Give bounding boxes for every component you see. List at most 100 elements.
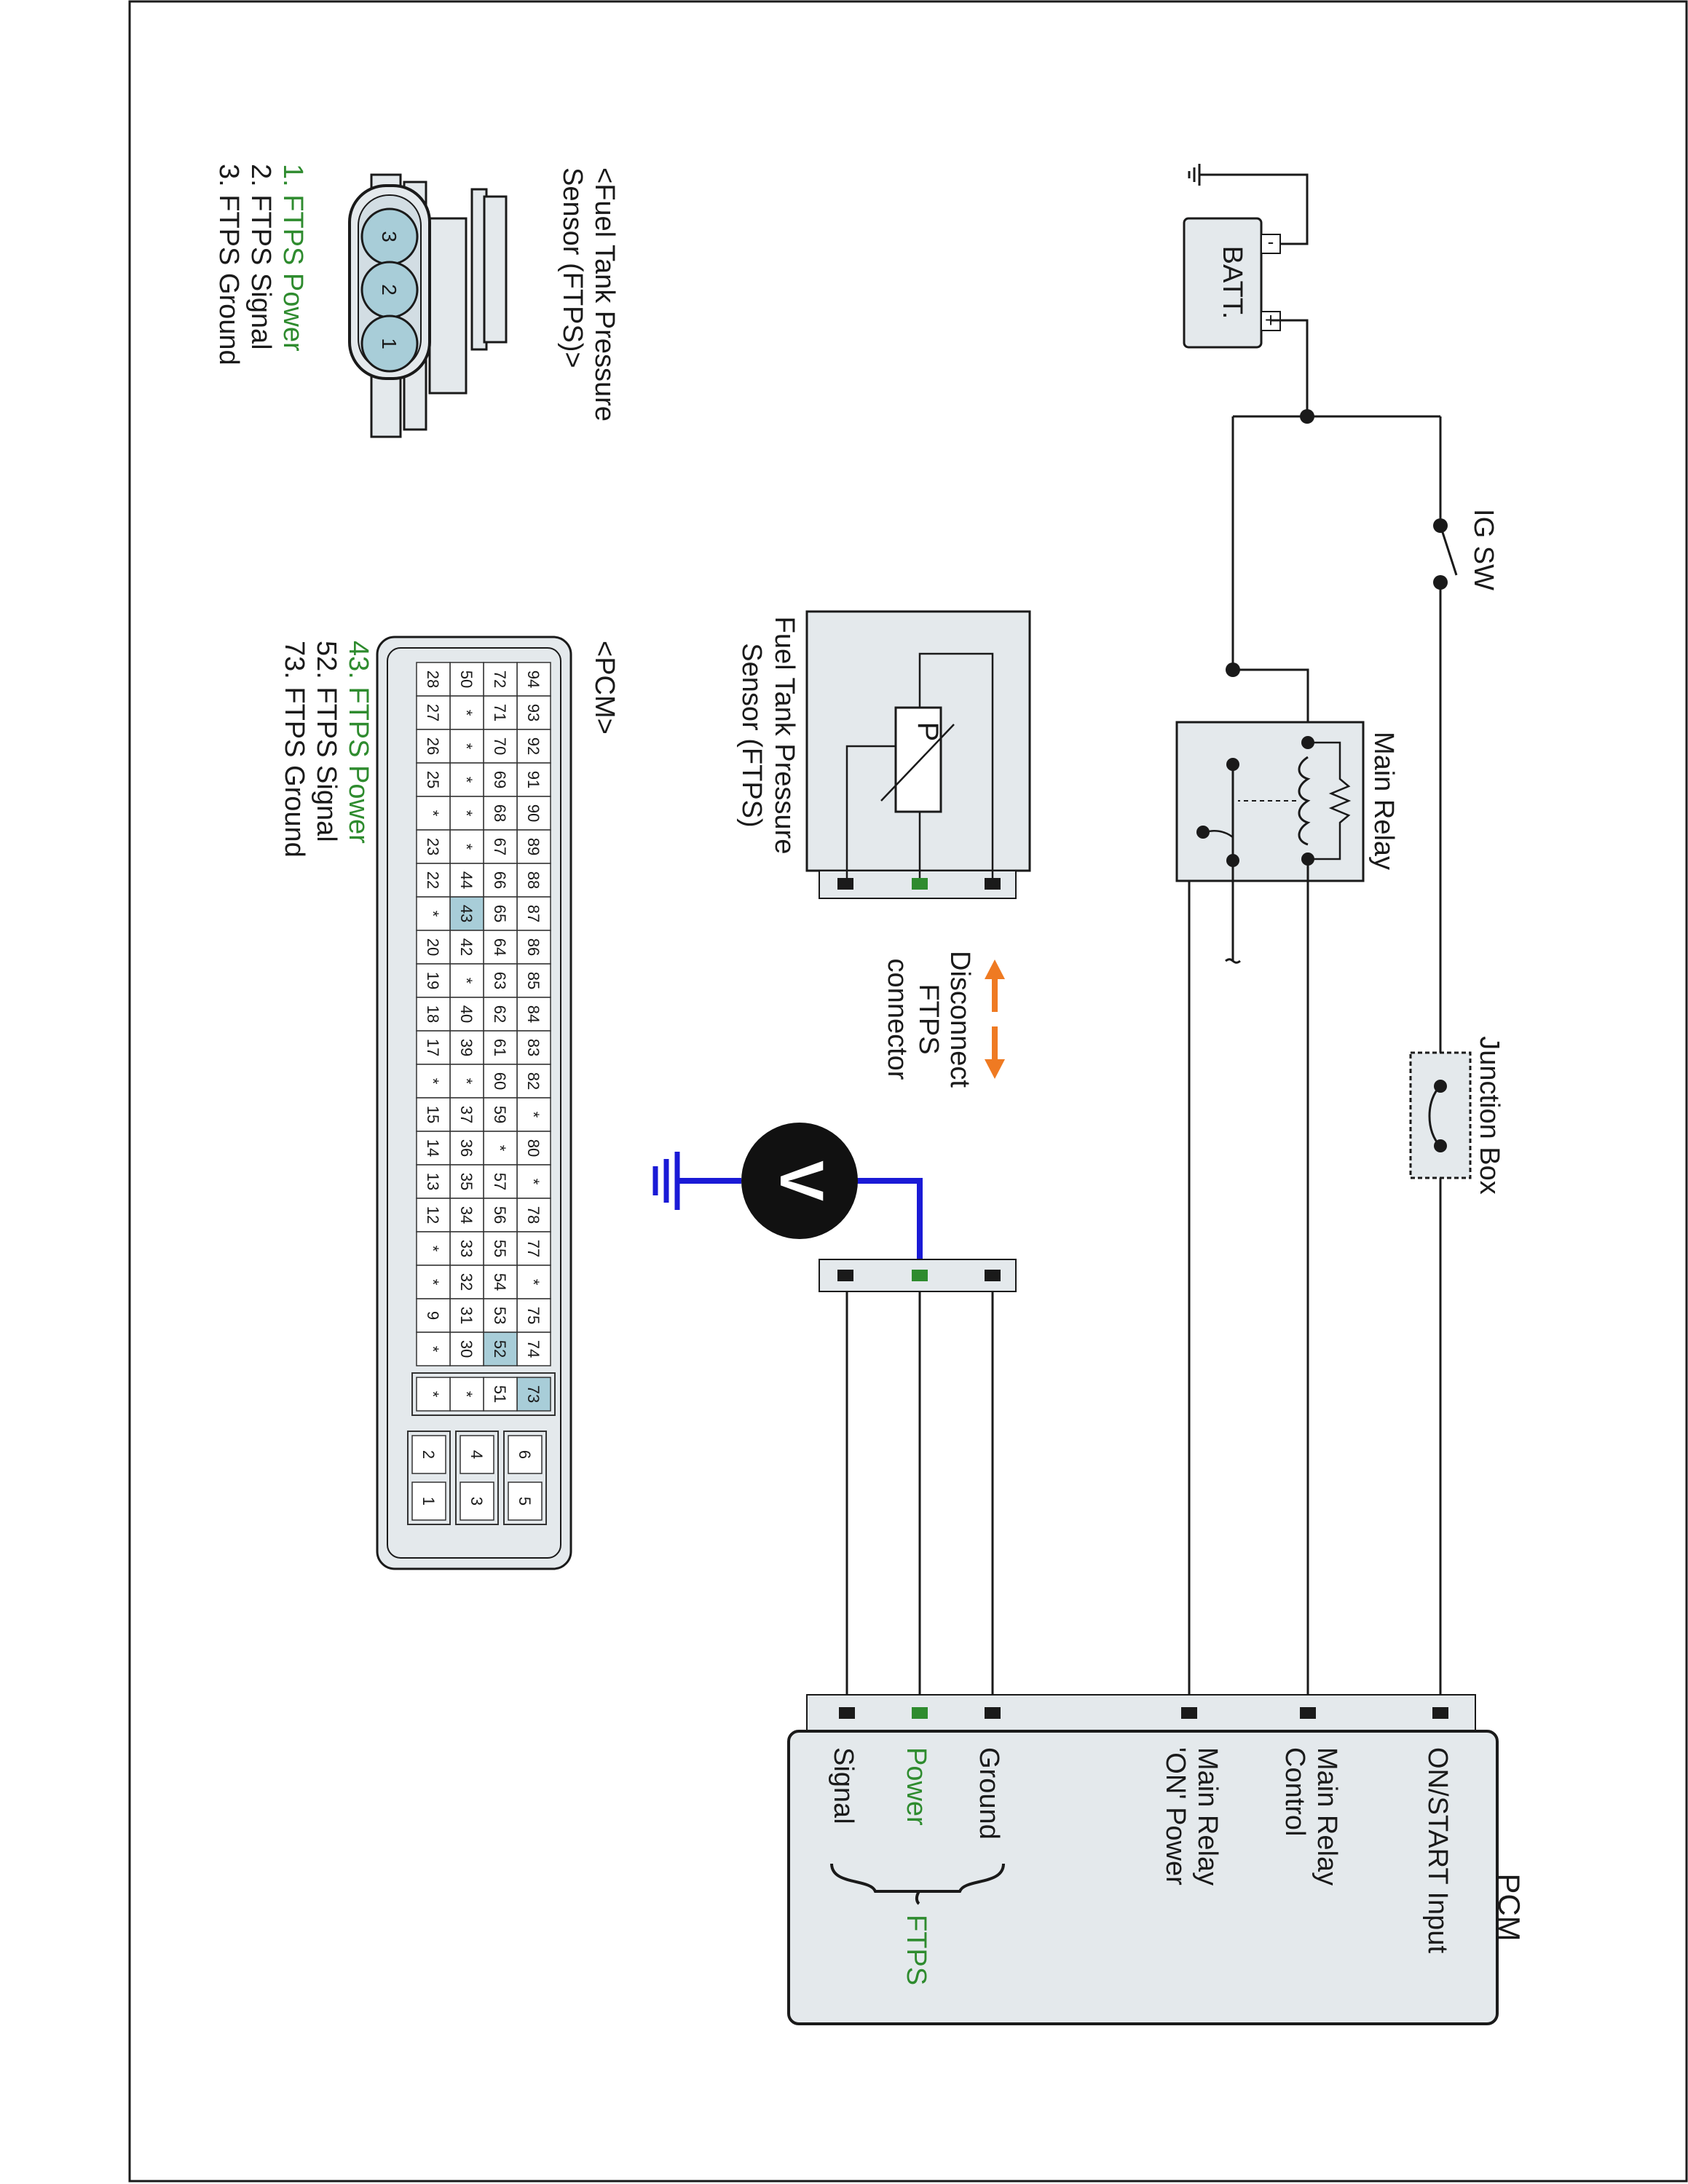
pcm-pin-label: Control [1279, 1747, 1310, 1837]
pcm-pin-number: 31 [457, 1307, 476, 1324]
pcm-pin-number: * [457, 777, 476, 783]
pcm-pin-cell [416, 1377, 451, 1412]
pcm-pin-number: 18 [424, 1005, 442, 1023]
pcm-pin-cell [416, 1097, 451, 1132]
ftps-legend-3: 3. FTPS Ground [213, 164, 244, 365]
pcm-pin-label: ON/START Input [1422, 1747, 1453, 1953]
pcm-pin-cell [483, 662, 518, 697]
pcm-pin-number: * [491, 1145, 509, 1152]
pcm-pin-cell [416, 1030, 451, 1065]
pcm-pin-cell [449, 1097, 484, 1132]
pcm-pin-cell [449, 997, 484, 1032]
pcm-pin-cell [483, 930, 518, 965]
pcm-pin-cell [460, 1481, 494, 1521]
pcm-pin-cell [416, 997, 451, 1032]
pcm-pin-cell [449, 1131, 484, 1166]
pcm-pin-number: 66 [491, 871, 509, 889]
pcm-pin-number: * [457, 743, 476, 750]
pcm-pin-cell [508, 1435, 543, 1474]
pcm-pin-number: 73 [524, 1385, 543, 1403]
ftps-legend-2: 2. FTPS Signal [245, 164, 276, 350]
pcm-pin-number: 89 [524, 838, 543, 855]
pcm-pin-block [411, 1372, 556, 1416]
disconnect-arrow-icon [985, 960, 1005, 1079]
pcm-pin-cell [483, 762, 518, 797]
pcm-pin-number: 5 [516, 1497, 534, 1506]
main-relay-label: Main Relay [1368, 732, 1399, 870]
pcm-pin-number: 55 [491, 1240, 509, 1257]
ftps-legend-1: 1. FTPS Power [277, 164, 308, 352]
pcm-pin-number: * [424, 911, 442, 917]
ig-switch-blade [1439, 525, 1458, 576]
page-frame [128, 0, 1688, 2183]
pcm-pin-cell [449, 1332, 484, 1366]
pcm-pin-number: * [457, 710, 476, 716]
pcm-pin-number: 33 [457, 1240, 476, 1257]
pcm-pin-number: 87 [524, 905, 543, 922]
pcm-pin-cell [416, 1198, 451, 1233]
pcm-pin-number: 59 [491, 1106, 509, 1123]
pcm-pin-cell [416, 695, 451, 730]
pcm-pin-number: 36 [457, 1139, 476, 1157]
pcm-pin-number: 44 [457, 871, 476, 889]
pcm-pin-number: 17 [424, 1039, 442, 1056]
pcm-pin-number: * [457, 1391, 476, 1398]
harness-connector [819, 1259, 1017, 1292]
pcm-pin-number: 32 [457, 1273, 476, 1291]
pcm-pin-cell [483, 1064, 518, 1099]
pcm-pin-number: 13 [424, 1173, 442, 1190]
pcm-pin-cell [416, 1298, 451, 1333]
pcm-connector-title: <PCM> [589, 641, 620, 735]
pcm-pin-cell [411, 1435, 446, 1474]
pcm-pin-cell [449, 762, 484, 797]
pcm-pin-cell [449, 1265, 484, 1299]
pcm-pin-number: 14 [424, 1139, 442, 1157]
pcm-pin-number: 23 [424, 838, 442, 855]
pcm-legend-1: 43. FTPS Power [343, 641, 374, 844]
pcm-pin-cell [483, 729, 518, 764]
pcm-pin-number: 40 [457, 1005, 476, 1023]
wire-break-icon [1225, 958, 1241, 964]
pcm-pin-number: 52 [491, 1340, 509, 1358]
pcm-pin-label: Main Relay [1192, 1747, 1223, 1886]
pcm-pin-number: 3 [468, 1497, 486, 1506]
pcm-pin-cell [460, 1435, 494, 1474]
pcm-box: PCM ON/START Input Main Relay Control Ma… [787, 1694, 1526, 2025]
pcm-pin-cell [449, 1377, 484, 1412]
pcm-pin-cell [516, 1131, 551, 1166]
pcm-pin-number: 68 [491, 804, 509, 822]
pcm-pin-number: 57 [491, 1173, 509, 1190]
pcm-pin-label: Signal [828, 1747, 859, 1824]
pcm-pin-cell [516, 1377, 551, 1412]
pcm-pin-cell [483, 1198, 518, 1233]
pcm-pin-number: * [457, 844, 476, 850]
pcm-pin-number: 61 [491, 1039, 509, 1056]
pcm-pin-block [407, 1431, 451, 1525]
pcm-pin-number: * [457, 978, 476, 984]
pcm-pin-cell [516, 1030, 551, 1065]
pcm-pin-number: 56 [491, 1206, 509, 1224]
disconnect-line2: FTPS [913, 984, 944, 1054]
pcm-pin-cell [516, 1231, 551, 1266]
junction-box: Junction Box [1409, 1036, 1504, 1195]
pcm-pin-cell [449, 896, 484, 931]
battery-label: BATT. [1217, 246, 1247, 320]
pcm-pin-grid: 94939291908988878685848382*80*7877*75747… [407, 662, 556, 1525]
junction-box-label: Junction Box [1474, 1036, 1504, 1195]
pcm-pin-number: 4 [468, 1450, 486, 1459]
pcm-pin-cell [416, 762, 451, 797]
pcm-pin-number: 34 [457, 1206, 476, 1224]
pcm-pin-number: 6 [516, 1450, 534, 1459]
pcm-pin-number: 82 [524, 1072, 543, 1090]
pcm-connector-face: <PCM> 94939291908988878685848382*80*7877… [279, 636, 620, 1570]
pcm-pin-block [503, 1431, 547, 1525]
pcm-pin-number: * [524, 1179, 543, 1185]
pcm-pin-number: 9 [424, 1311, 442, 1320]
pcm-pin-number: 93 [524, 704, 543, 721]
pcm-pin-number: 90 [524, 804, 543, 822]
battery-minus: - [1268, 231, 1274, 253]
pcm-pin-number: 20 [424, 938, 442, 956]
pcm-pin-number: 50 [457, 670, 476, 688]
pcm-pin-number: * [457, 1078, 476, 1085]
pcm-pin-label: 'ON' Power [1160, 1747, 1191, 1886]
